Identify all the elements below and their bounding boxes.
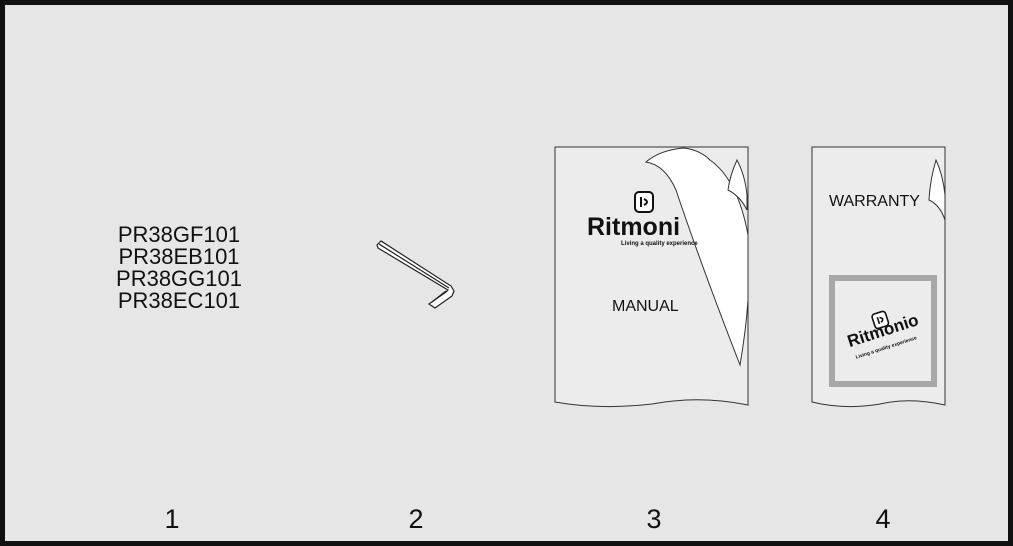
item-number-4: 4 (863, 504, 903, 535)
item-number-3: 3 (634, 504, 674, 535)
manual-label: MANUAL (612, 298, 679, 316)
hex-key-icon (377, 241, 454, 308)
warranty-label: WARRANTY (829, 193, 920, 211)
item-number-2: 2 (396, 504, 436, 535)
warranty-booklet (812, 147, 945, 407)
manual-booklet (555, 147, 748, 407)
manual-brand: Ritmoni (587, 213, 680, 242)
ritmonio-logo-icon (635, 192, 653, 212)
manual-tagline: Living a quality experience (621, 241, 698, 247)
item-number-1: 1 (152, 504, 192, 535)
